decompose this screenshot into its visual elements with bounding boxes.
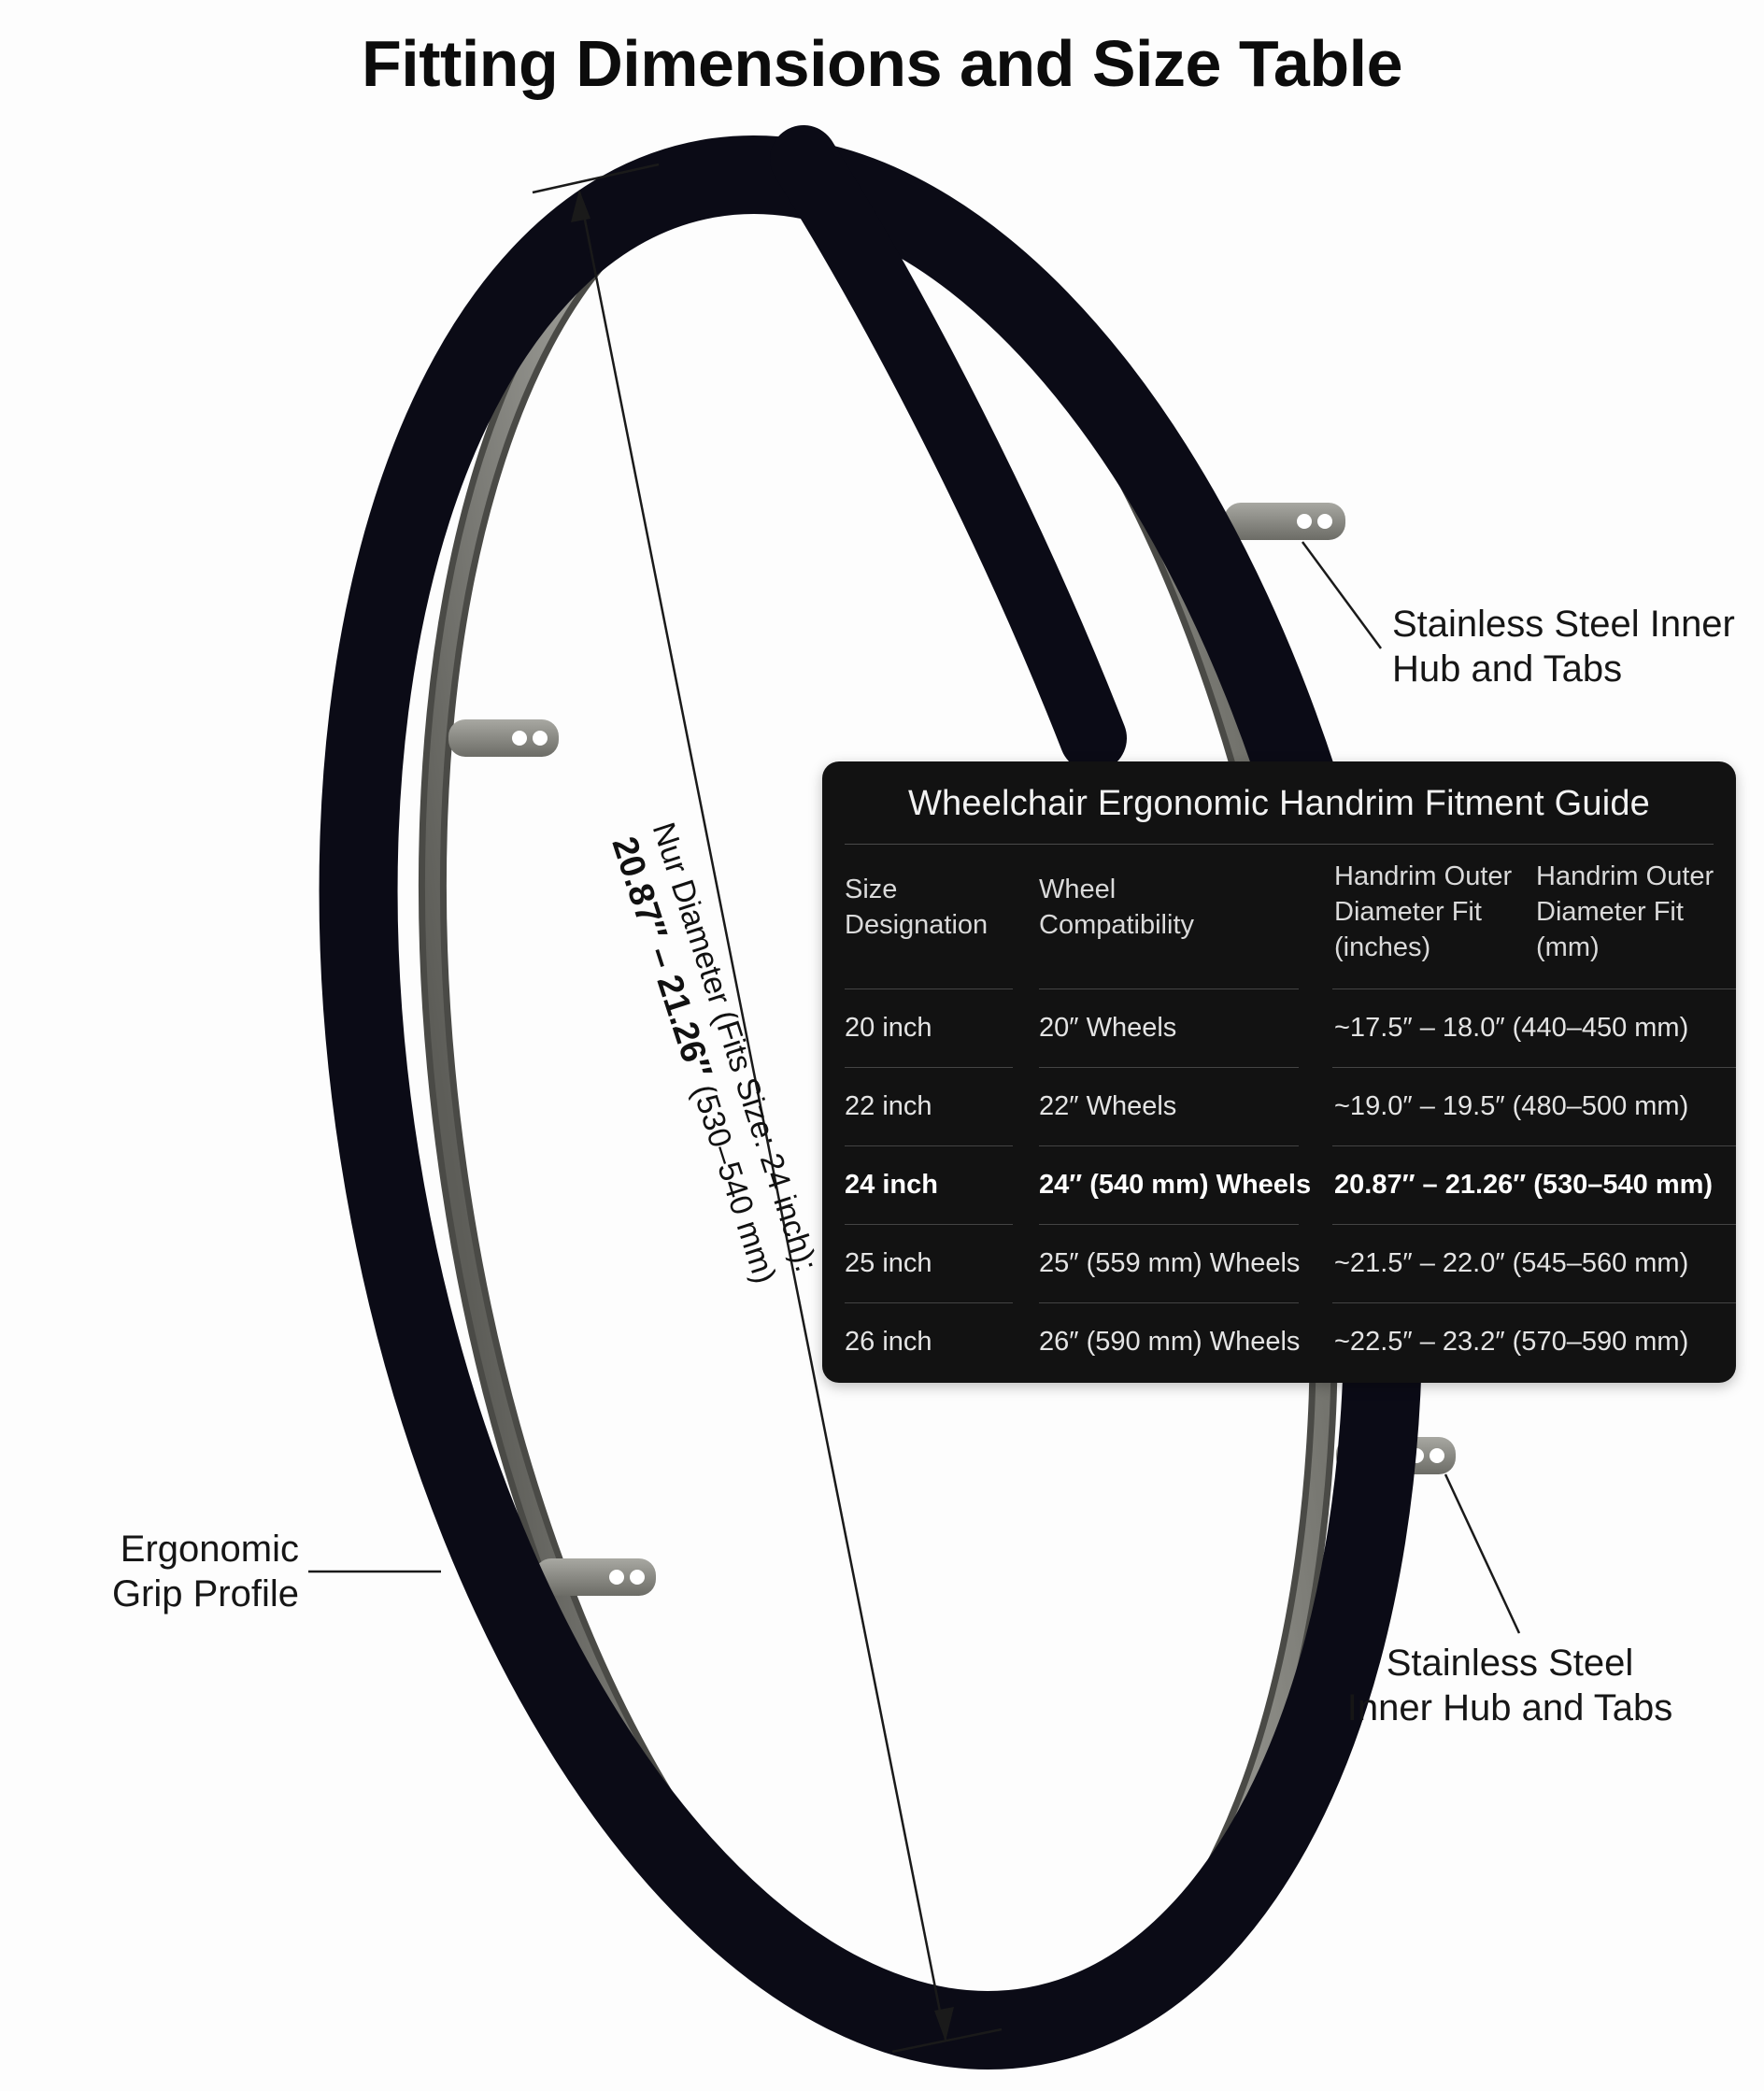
cell-wheel: 20″ Wheels — [1039, 1013, 1177, 1043]
fitment-guide-table: Wheelchair Ergonomic Handrim Fitment Gui… — [822, 761, 1736, 1383]
cell-wheel: 22″ Wheels — [1039, 1091, 1177, 1121]
table-title: Wheelchair Ergonomic Handrim Fitment Gui… — [907, 784, 1651, 823]
header-fit-inches: Handrim Outer Diameter Fit (inches) — [1334, 861, 1513, 962]
cell-fit: ~19.0″ – 19.5″ (480–500 mm) — [1334, 1091, 1689, 1121]
table-row: 26 inch 26″ (590 mm) Wheels ~22.5″ – 23.… — [822, 1302, 1736, 1381]
cell-fit: 20.87″ – 21.26″ (530–540 mm) — [1334, 1170, 1714, 1200]
mounting-tab-left-lower — [534, 1558, 656, 1596]
cell-wheel: 24″ (540 mm) Wheels — [1039, 1170, 1312, 1200]
header-wheel: Wheel Compatibility — [1039, 875, 1194, 940]
table-row: 22 inch 22″ Wheels ~19.0″ – 19.5″ (480–5… — [822, 1067, 1736, 1145]
page-title: Fitting Dimensions and Size Table — [362, 27, 1403, 100]
cell-size: 20 inch — [845, 1013, 932, 1043]
cell-wheel: 25″ (559 mm) Wheels — [1039, 1248, 1301, 1278]
mounting-tab-top-right — [1224, 503, 1345, 540]
header-fit-mm: Handrim Outer Diameter Fit (mm) — [1536, 861, 1714, 962]
cell-fit: ~22.5″ – 23.2″ (570–590 mm) — [1334, 1327, 1689, 1357]
diameter-dimension-line — [532, 163, 1003, 2054]
callout-stainless-hub-bottom: Stainless Steel Inner Hub and Tabs — [1346, 1643, 1673, 1728]
table-row-highlighted: 24 inch 24″ (540 mm) Wheels 20.87″ – 21.… — [822, 1145, 1736, 1224]
callout-grip-profile: Ergonomic Grip Profile — [111, 1529, 299, 1614]
cell-wheel: 26″ (590 mm) Wheels — [1039, 1327, 1301, 1357]
callout-leader-top-right — [1301, 541, 1383, 649]
cell-fit: ~21.5″ – 22.0″ (545–560 mm) — [1334, 1248, 1689, 1278]
cell-fit: ~17.5″ – 18.0″ (440–450 mm) — [1334, 1013, 1689, 1043]
handrim-inner-section — [770, 125, 1127, 772]
cell-size: 26 inch — [845, 1327, 932, 1357]
cell-size: 24 inch — [845, 1170, 938, 1200]
cell-size: 25 inch — [845, 1248, 932, 1278]
callout-stainless-hub-top: Stainless Steel Inner Hub and Tabs — [1392, 604, 1735, 690]
table-row: 20 inch 20″ Wheels ~17.5″ – 18.0″ (440–4… — [822, 989, 1736, 1067]
table-row: 25 inch 25″ (559 mm) Wheels ~21.5″ – 22.… — [822, 1224, 1736, 1302]
cell-size: 22 inch — [845, 1091, 932, 1121]
mounting-tab-left-upper — [448, 719, 559, 757]
table-title-divider — [845, 844, 1714, 845]
callout-leader-bottom-right — [1444, 1473, 1521, 1634]
header-size: Size Designation — [845, 875, 989, 940]
